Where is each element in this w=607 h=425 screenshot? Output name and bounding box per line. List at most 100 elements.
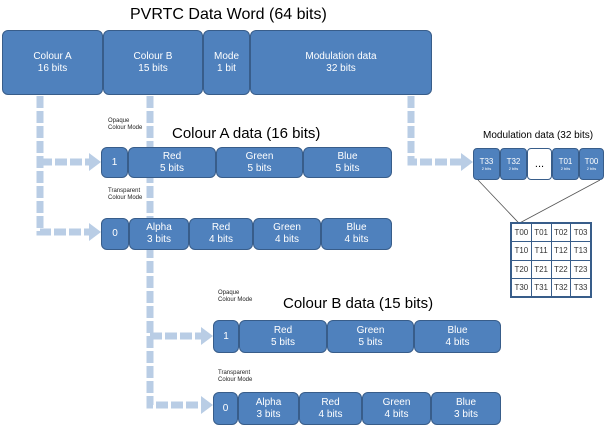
bits: 5 bits: [335, 162, 360, 174]
arrowhead: [461, 153, 473, 171]
label: T33: [479, 157, 494, 166]
label: Green: [273, 222, 301, 233]
label: ...: [534, 157, 545, 170]
mode-bit: 0: [101, 218, 129, 250]
label: 0: [112, 228, 118, 239]
label: Blue: [455, 396, 476, 408]
bits: 3 bits: [256, 408, 281, 420]
diagram-title: PVRTC Data Word (64 bits): [130, 6, 327, 23]
label: Alpha: [255, 396, 282, 408]
bits: 3 bits: [454, 408, 478, 420]
label: Mode: [213, 50, 239, 62]
label: T32: [506, 157, 521, 166]
texel-t23: T23: [571, 260, 590, 278]
bits: 4 bits: [209, 234, 233, 245]
bits: 4 bits: [344, 234, 369, 245]
label: Red: [211, 222, 231, 233]
label: T01: [558, 157, 573, 166]
texel-t30: T30: [512, 278, 531, 296]
bits: 5 bits: [358, 336, 383, 348]
label: 1: [223, 330, 229, 342]
arrowhead: [89, 153, 101, 171]
arrow-colour-a: [36, 96, 90, 236]
bits: 3 bits: [147, 234, 171, 245]
colour-b-opaque-label: Opaque Colour Mode: [218, 290, 253, 303]
label: Green: [245, 150, 274, 162]
arrow-modulation: [407, 96, 462, 166]
texel-t12: T12: [551, 242, 571, 260]
label: Red: [162, 150, 182, 162]
texel-t32: T32: [551, 278, 571, 296]
label: 1: [111, 156, 118, 168]
label: Modulation data: [305, 50, 377, 62]
texel-t22: T22: [551, 260, 571, 278]
colour-b-transparent-label: Transparent Colour Mode: [218, 370, 253, 383]
label: Blue: [346, 222, 367, 233]
texel-t13: T13: [571, 242, 590, 260]
bits: 15 bits: [138, 62, 168, 74]
bits: 2 bits: [586, 166, 597, 171]
texel-t00: T00: [512, 224, 531, 242]
bits: 4 bits: [445, 336, 470, 348]
bits: 1 bit: [217, 62, 236, 74]
bits: 4 bits: [275, 234, 299, 245]
mode-bit: 1: [213, 320, 239, 353]
label: Red: [273, 324, 293, 336]
arrowhead: [201, 327, 213, 345]
colour-a-opaque-label: Opaque Colour Mode: [108, 118, 143, 131]
texel-t31: T31: [531, 278, 551, 296]
texel-t11: T11: [531, 242, 551, 260]
colour-b-title: Colour B data (15 bits): [283, 295, 434, 312]
label: Alpha: [146, 222, 172, 233]
arrow-colour-b: [146, 96, 202, 409]
label: Green: [382, 396, 411, 408]
bits: 5 bits: [247, 162, 272, 174]
bits: 16 bits: [37, 62, 68, 74]
label: Colour A: [33, 50, 72, 62]
texel-t02: T02: [551, 224, 571, 242]
label: T00: [584, 157, 599, 166]
mapping-line-t00: [513, 179, 601, 227]
texel-t01: T01: [531, 224, 551, 242]
mode-bit: 1: [101, 147, 128, 178]
label: Colour B: [133, 50, 173, 62]
bits: 4 bits: [318, 408, 343, 420]
mode-bit: 0: [213, 392, 238, 425]
bits: 5 bits: [160, 162, 184, 174]
bits: 2 bits: [481, 166, 492, 171]
arrowhead: [201, 396, 213, 414]
texel-t20: T20: [512, 260, 531, 278]
texel-t21: T21: [531, 260, 551, 278]
bits: 5 bits: [271, 336, 295, 348]
label: 0: [222, 402, 229, 414]
modulation-ellipsis: ...: [527, 148, 552, 180]
texel-t33: T33: [571, 278, 590, 296]
bits: 2 bits: [508, 166, 519, 171]
